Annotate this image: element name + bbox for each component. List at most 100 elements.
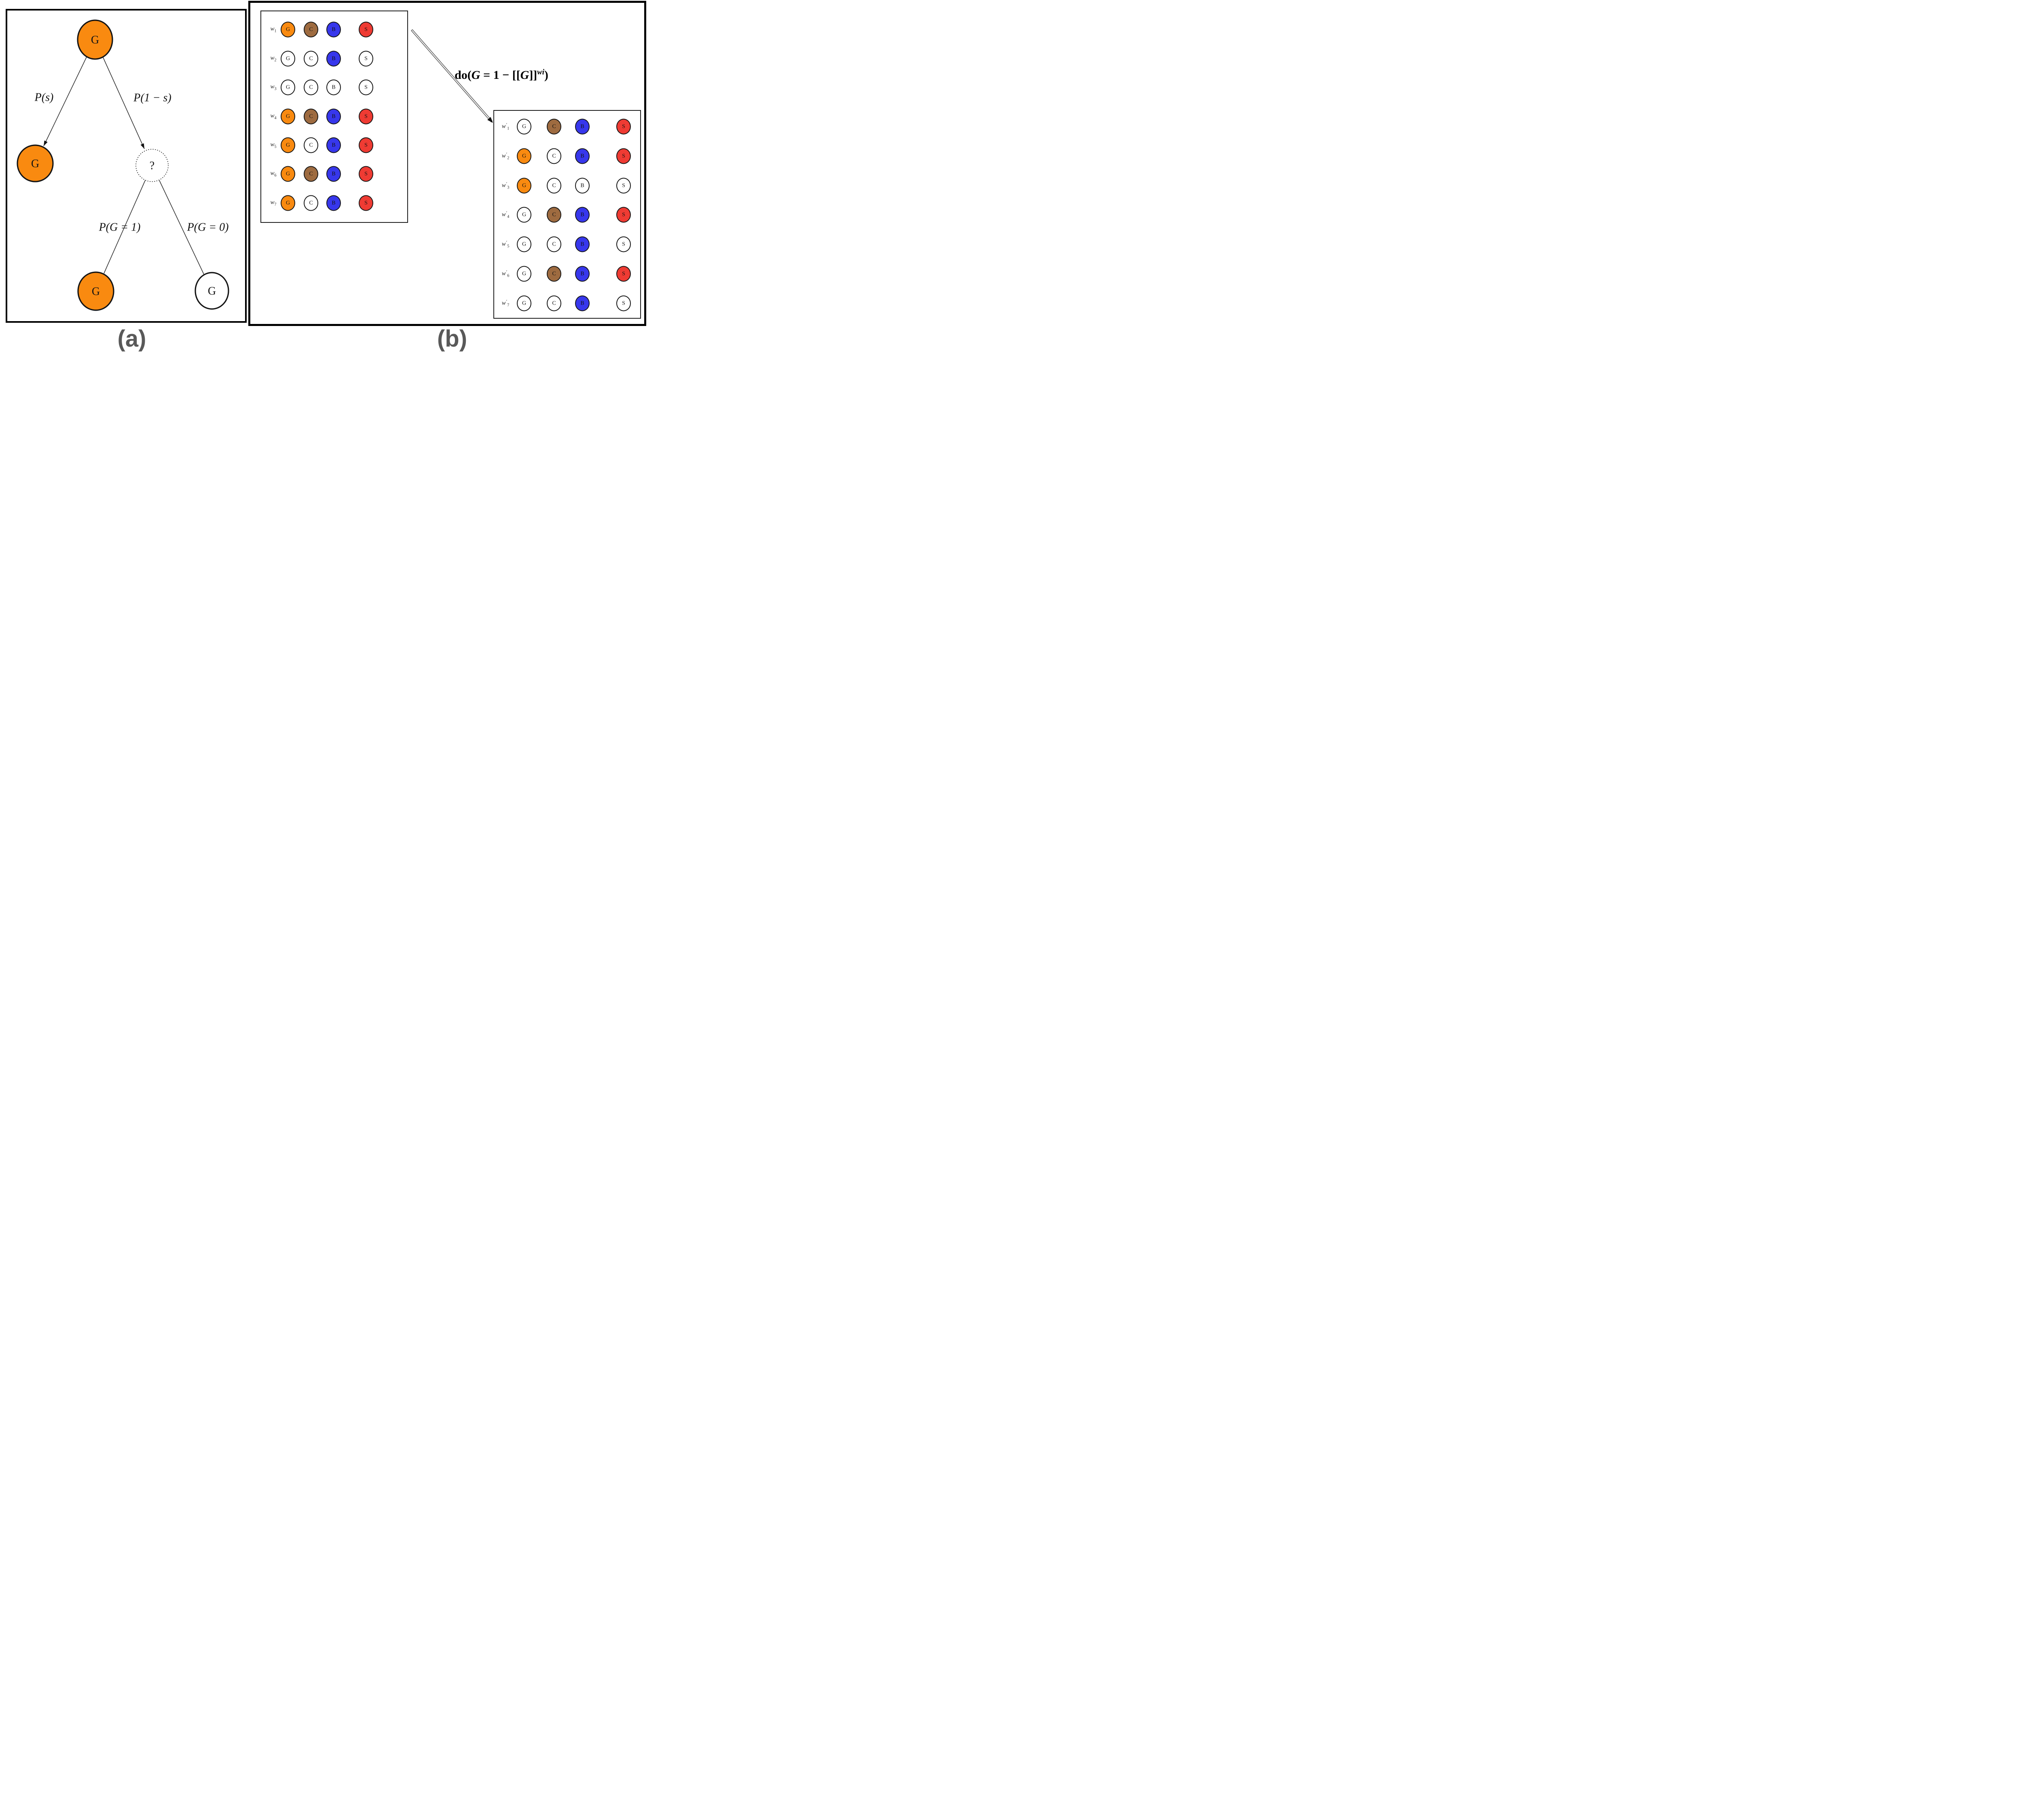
world-index: 1 [274,29,277,34]
row-label-wprime1: w′1 [502,123,509,131]
row-label-w7: w7 [270,199,276,207]
prime-mark: ′ [506,152,508,157]
tree-node-mid-left-g [17,144,54,182]
tree-edge [102,56,145,149]
tree-node-unknown [135,149,169,182]
cell-c-white: C [547,178,561,194]
cell-b-blue: B [326,108,341,125]
cell-c-brown: C [304,21,318,38]
world-index: 4 [274,116,277,121]
edge-probability-label: P(1 − s) [133,92,171,104]
world-symbol: w [501,182,506,189]
tree-node-label: G [208,285,216,298]
cell-s-white: S [616,236,631,252]
tree-edge [104,180,146,274]
tree-edge [43,56,87,146]
cell-c-brown: C [547,207,561,223]
world-symbol: w [501,270,506,277]
world-index: 3 [507,185,510,190]
cell-c-brown: C [304,108,318,125]
row-label-w4: w4 [270,113,276,121]
row-label-w6: w6 [270,170,276,178]
cell-b-blue: B [575,266,590,282]
cell-g-white: G [517,295,531,311]
world-symbol: w [270,25,275,32]
prime-mark: ′ [506,269,508,275]
cell-b-blue: B [575,148,590,164]
cell-c-white: C [304,79,318,95]
tree-node-label: G [31,158,39,170]
formula-segment: G [471,68,480,82]
cell-g-orange: G [281,21,295,38]
row-label-wprime6: w′6 [502,270,509,278]
cell-c-brown: C [304,166,318,182]
row-label-wprime5: w′5 [502,240,509,249]
cell-g-white: G [281,79,295,95]
world-symbol: w [501,123,506,130]
tree-node-bottom-right-g [195,272,229,310]
world-index: 2 [274,58,277,63]
world-symbol: w [501,152,506,159]
world-symbol: w [270,170,275,177]
tree-node-label: G [91,34,99,47]
cell-g-orange: G [517,148,531,164]
world-index: 4 [507,214,510,219]
edge-probability-label: P(s) [34,91,54,104]
world-index: 5 [274,144,277,149]
row-label-wprime3: w′3 [502,182,509,190]
cell-c-white: C [304,195,318,211]
row-label-wprime7: w′7 [502,299,509,308]
cell-b-blue: B [326,166,341,182]
cell-g-orange: G [281,137,295,153]
cell-g-white: G [517,236,531,252]
prime-mark: ′ [506,299,508,304]
cell-b-blue: B [575,119,590,135]
cell-c-white: C [304,137,318,153]
row-label-w2: w2 [270,55,276,63]
world-symbol: w [270,141,275,148]
cell-s-red: S [616,207,631,223]
world-index: 7 [507,303,510,308]
cell-b-blue: B [326,137,341,153]
do-arrow-gap [411,30,490,120]
cell-c-white: C [547,148,561,164]
world-symbol: w [270,83,275,90]
tree-node-label: ? [150,160,154,172]
cell-b-white: B [575,178,590,194]
cell-s-red: S [359,195,373,211]
cell-g-orange: G [281,108,295,125]
formula-segment: G [520,68,529,82]
row-label-wprime2: w′2 [502,152,509,161]
world-index: 7 [274,202,277,207]
cell-s-red: S [359,21,373,38]
world-index: 6 [274,173,277,178]
cell-c-white: C [304,51,318,67]
cell-s-red: S [616,266,631,282]
cell-s-white: S [359,51,373,67]
cell-g-orange: G [281,195,295,211]
formula-segment: ]] [529,68,537,82]
do-intervention-arrow-layer [411,29,493,123]
cell-s-red: S [359,137,373,153]
world-symbol: w [270,112,275,119]
edge-probability-label: P(G = 0) [187,221,229,234]
panel-a-caption: (a) [117,326,146,352]
cell-s-red: S [616,119,631,135]
row-label-wprime4: w′4 [502,211,509,219]
formula-segment: ) [544,68,548,82]
cell-b-blue: B [326,195,341,211]
tree-edge [159,180,204,275]
do-intervention-formula: do(G = 1 − [[G]]wi) [421,68,582,82]
cell-g-orange: G [517,178,531,194]
tree-node-label: G [92,286,100,298]
cell-g-white: G [281,51,295,67]
world-index: 5 [507,244,510,249]
prime-mark: ′ [506,210,508,216]
do-arrowhead-icon [487,117,493,123]
cell-s-red: S [616,148,631,164]
arrowhead-icon [44,140,48,146]
world-symbol: w [501,300,506,307]
cell-g-white: G [517,207,531,223]
cell-s-red: S [359,108,373,125]
